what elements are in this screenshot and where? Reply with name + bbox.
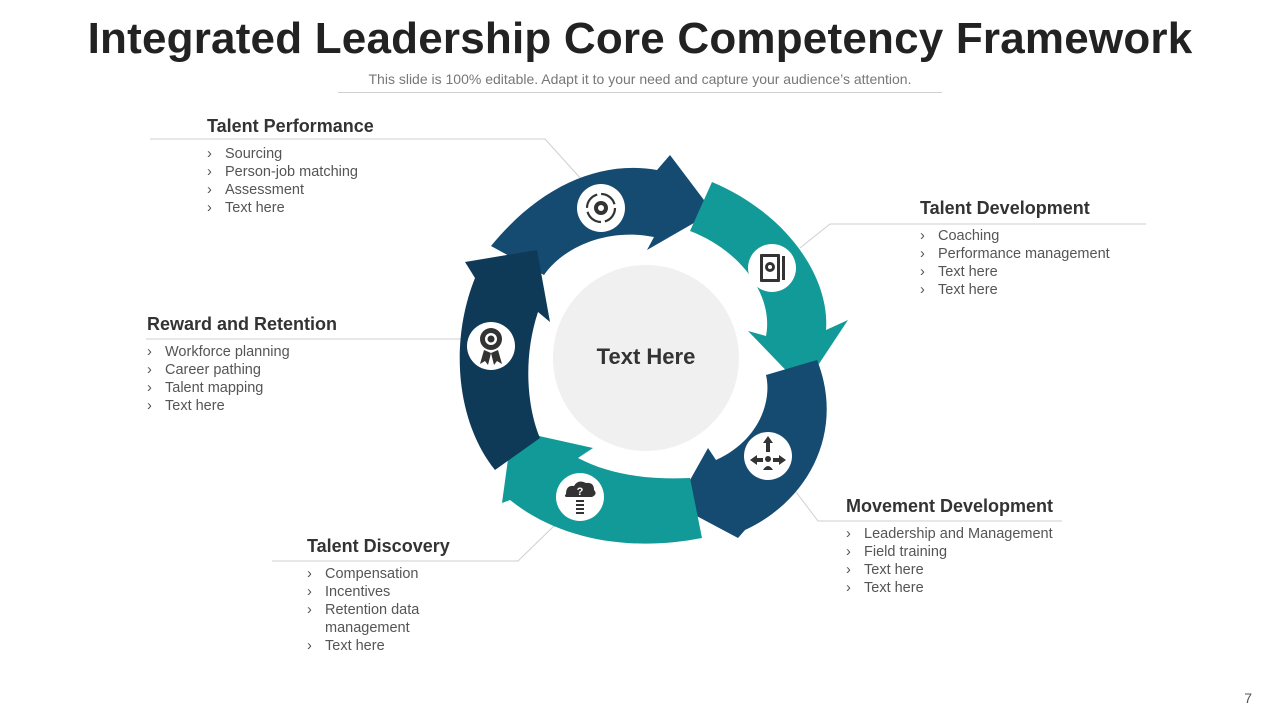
list-item: Career pathing [147, 361, 337, 379]
section-title: Movement Development [846, 496, 1054, 516]
center-circle [553, 265, 739, 451]
cloud-question-icon: ? [556, 473, 604, 521]
notebook-gear-icon [748, 244, 796, 292]
connector-talent-development [799, 223, 1146, 249]
list-item: Person-job matching [207, 163, 374, 181]
list-item: Leadership and Management [846, 525, 1053, 543]
list-item: Text here [920, 281, 1110, 299]
connector-talent-discovery [272, 523, 557, 562]
section-title: Talent Performance [207, 116, 374, 136]
section-talent-performance: Talent Performance Sourcing Person-job m… [207, 115, 374, 217]
award-badge-icon [467, 322, 515, 370]
gear-refresh-icon [577, 184, 625, 232]
page-number: 7 [1244, 690, 1252, 706]
list-item: Compensation [307, 565, 467, 583]
connector-movement-development [789, 483, 1062, 522]
section-talent-development: Talent Development Coaching Performance … [920, 197, 1110, 299]
section-reward-retention: Reward and Retention Workforce planning … [147, 313, 337, 415]
list-item: Performance management [920, 245, 1110, 263]
arrows-person-icon [744, 432, 792, 480]
center-label: Text Here [597, 344, 696, 369]
list-item: Text here [846, 579, 1053, 597]
list-item: Text here [307, 637, 467, 655]
section-list: Coaching Performance management Text her… [920, 227, 1110, 299]
list-item: Incentives [307, 583, 467, 601]
arrow-segment-talent-discovery [502, 430, 702, 544]
page-subtitle: This slide is 100% editable. Adapt it to… [338, 71, 942, 93]
section-title: Talent Discovery [307, 536, 450, 556]
list-item: Text here [207, 199, 374, 217]
section-talent-discovery: Talent Discovery Compensation Incentives… [307, 535, 467, 655]
section-title: Reward and Retention [147, 314, 338, 334]
page-title: Integrated Leadership Core Competency Fr… [87, 14, 1193, 63]
list-item: Retention data management [307, 601, 435, 637]
list-item: Sourcing [207, 145, 374, 163]
connector-talent-performance [150, 138, 583, 181]
list-item: Assessment [207, 181, 374, 199]
list-item: Coaching [920, 227, 1110, 245]
list-item: Field training [846, 543, 1053, 561]
section-movement-development: Movement Development Leadership and Mana… [846, 495, 1053, 597]
list-item: Talent mapping [147, 379, 337, 397]
section-title: Talent Development [920, 198, 1090, 218]
list-item: Text here [147, 397, 337, 415]
section-list: Workforce planning Career pathing Talent… [147, 343, 337, 415]
svg-text:?: ? [577, 486, 584, 498]
section-list: Leadership and Management Field training… [846, 525, 1053, 597]
list-item: Text here [920, 263, 1110, 281]
section-list: Sourcing Person-job matching Assessment … [207, 145, 374, 217]
list-item: Text here [846, 561, 1053, 579]
list-item: Workforce planning [147, 343, 337, 361]
section-list: Compensation Incentives Retention data m… [307, 565, 467, 655]
